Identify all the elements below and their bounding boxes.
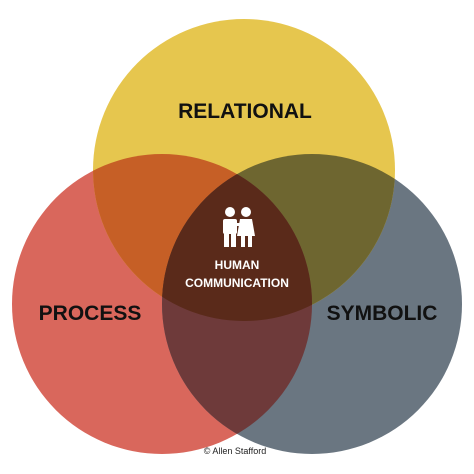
center-label-line2: COMMUNICATION [185,276,289,290]
credit-text: © Allen Stafford [204,446,267,456]
symbolic-label: SYMBOLIC [327,302,438,325]
process-label: PROCESS [39,302,142,325]
center-label-line1: HUMAN [215,258,260,272]
relational-label: RELATIONAL [178,100,312,123]
people-icon [223,207,255,247]
